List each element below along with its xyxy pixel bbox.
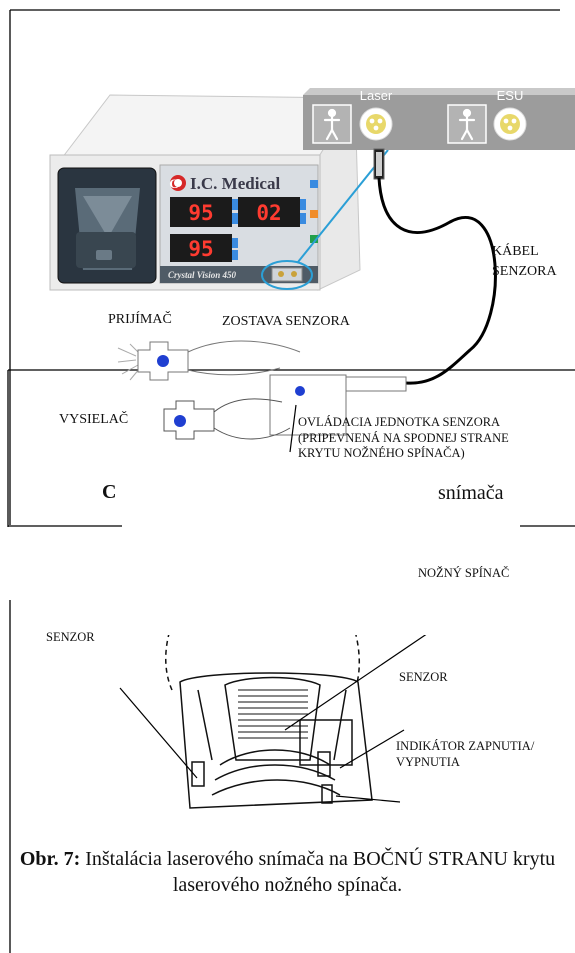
transmitter-label: VYSIELAČ: [59, 411, 128, 428]
partial-caption-right: snímača: [438, 482, 504, 505]
indicator-label: INDIKÁTOR ZAPNUTIA/ VYPNUTIA: [396, 738, 534, 770]
device-model: Crystal Vision 450: [168, 270, 237, 280]
foot-switch-label: NOŽNÝ SPÍNAČ: [418, 566, 509, 581]
cable-label: KÁBEL SENZORA: [492, 242, 557, 282]
display-top-right: 02: [256, 201, 281, 225]
sensor-cable: [379, 178, 495, 383]
device-brand: I.C. Medical: [190, 174, 280, 193]
control-unit-dot: [295, 386, 305, 396]
sensor-left-label: SENZOR: [46, 630, 95, 645]
panel-esu-label: ESU: [497, 88, 524, 103]
partial-caption-left: C: [102, 481, 116, 504]
receiver-label: PRIJÍMAČ: [108, 311, 172, 328]
device-brand-initial: C: [169, 176, 178, 191]
panel-laser-label: Laser: [360, 88, 393, 103]
sensor-assembly-label: ZOSTAVA SENZORA: [222, 313, 350, 330]
figure-caption: Obr. 7: Inštalácia laserového snímača na…: [10, 846, 565, 898]
transmitter-dot: [174, 415, 186, 427]
caption-prefix: Obr. 7:: [20, 848, 80, 870]
display-top-left: 95: [188, 201, 213, 225]
caption-mask: [122, 495, 520, 635]
display-bottom: 95: [188, 237, 213, 261]
caption-text: Inštalácia laserového snímača na BOČNÚ S…: [80, 848, 555, 896]
sensor-right-label: SENZOR: [399, 670, 448, 685]
receiver-dot: [157, 355, 169, 367]
control-unit-label: OVLÁDACIA JEDNOTKA SENZORA (PRIPEVNENÁ N…: [298, 415, 520, 462]
